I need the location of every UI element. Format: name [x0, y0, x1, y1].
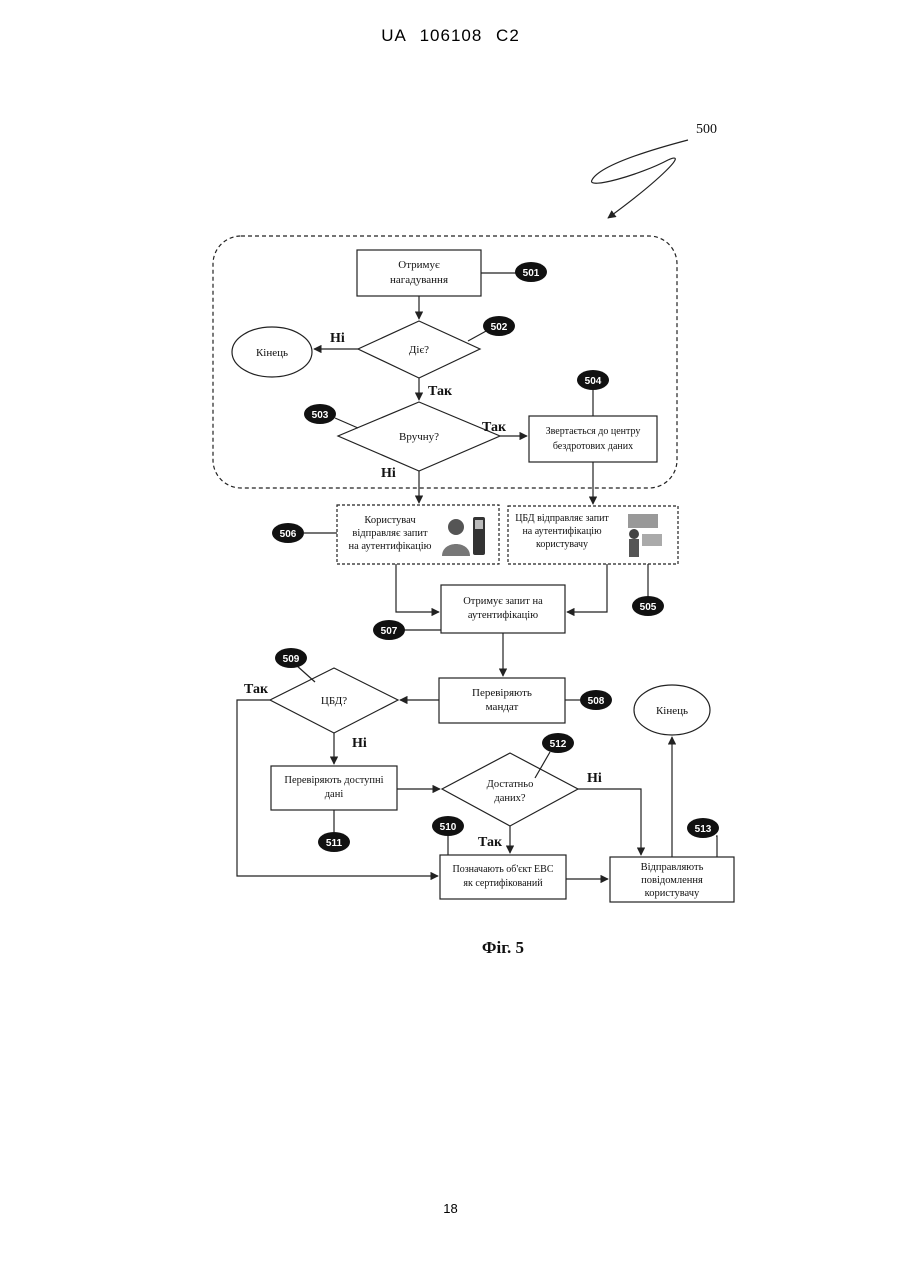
badge-509-text: 509	[283, 654, 300, 665]
badge-506-text: 506	[280, 529, 297, 540]
step-504-line1: Звертається до центру	[546, 426, 641, 437]
decision-512-line1: Достатньо	[487, 779, 534, 790]
badge-502-text: 502	[491, 322, 508, 333]
badge-503-text: 503	[312, 410, 329, 421]
badge-510-text: 510	[440, 822, 457, 833]
end-node-2-text: Кінець	[656, 705, 688, 717]
step-501: Отримує нагадування	[357, 250, 481, 296]
step-507: Отримує запит на аутентифікацію	[441, 585, 565, 633]
step-511-line2: дані	[325, 789, 344, 800]
decision-512: Достатньо даних?	[442, 753, 578, 826]
step-508-line2: мандат	[486, 701, 519, 713]
ref-squiggle	[592, 140, 688, 218]
end-node-1-text: Кінець	[256, 347, 288, 359]
label-no-509: Ні	[352, 736, 367, 751]
step-505-line1: ЦБД відправляє запит	[515, 513, 609, 524]
decision-502: Діє?	[358, 321, 480, 378]
step-513-line1: Відправляють	[641, 862, 704, 873]
step-511: Перевіряють доступні дані	[271, 766, 397, 810]
step-508: Перевіряють мандат	[439, 678, 565, 723]
label-yes-502: Так	[428, 384, 453, 399]
step-505-line3: користувачу	[536, 539, 588, 550]
badge-501: 501	[481, 262, 547, 282]
step-507-line2: аутентифікацію	[468, 610, 538, 621]
end-node-2: Кінець	[634, 685, 710, 735]
step-505: ЦБД відправляє запит на аутентифікацію к…	[508, 506, 678, 564]
badge-506: 506	[272, 523, 337, 543]
badge-503: 503	[304, 404, 358, 428]
step-504-line2: бездротових даних	[553, 441, 633, 452]
figure-ref-number: 500	[696, 122, 717, 137]
decision-509: ЦБД?	[270, 668, 398, 733]
step-513-line2: повідомлення	[641, 875, 703, 886]
decision-512-line2: даних?	[494, 793, 525, 804]
badge-512-text: 512	[550, 739, 567, 750]
badge-513-text: 513	[695, 824, 712, 835]
decision-502-text: Діє?	[409, 344, 429, 356]
decision-503-text: Вручну?	[399, 431, 439, 443]
badge-508-text: 508	[588, 696, 605, 707]
label-yes-503: Так	[482, 420, 507, 435]
badge-505-text: 505	[640, 602, 657, 613]
badge-507: 507	[373, 620, 441, 640]
step-506-line2: відправляє запит	[352, 528, 428, 539]
badge-510: 510	[432, 816, 464, 855]
step-510-line2: як сертифікований	[463, 878, 543, 889]
badge-504-text: 504	[585, 376, 602, 387]
end-node-1: Кінець	[232, 327, 312, 377]
step-501-line2: нагадування	[390, 274, 448, 286]
label-no-512: Ні	[587, 771, 602, 786]
step-504: Звертається до центру бездротових даних	[529, 416, 657, 462]
page-number: 18	[0, 1201, 901, 1216]
step-510: Позначають об'єкт ЕВС як сертифікований	[440, 855, 566, 899]
label-no-503: Ні	[381, 466, 396, 481]
step-513-line3: користувачу	[645, 888, 700, 899]
badge-513: 513	[687, 818, 719, 857]
step-501-line1: Отримує	[398, 259, 440, 271]
step-513: Відправляють повідомлення користувачу	[610, 857, 734, 902]
badge-505: 505	[632, 564, 664, 616]
label-no-502: Ні	[330, 331, 345, 346]
step-506-line3: на аутентифікацію	[348, 541, 431, 552]
badge-501-text: 501	[523, 268, 540, 279]
badge-511-text: 511	[326, 838, 343, 849]
badge-509: 509	[275, 648, 315, 682]
step-506: Користувач відправляє запит на аутентифі…	[337, 505, 499, 564]
badge-507-text: 507	[381, 626, 398, 637]
step-506-line1: Користувач	[364, 515, 416, 526]
label-yes-512: Так	[478, 835, 503, 850]
decision-503: Вручну?	[338, 402, 500, 471]
badge-504: 504	[577, 370, 609, 416]
label-yes-509: Так	[244, 682, 269, 697]
figure-caption: Фіг. 5	[482, 938, 524, 957]
step-508-line1: Перевіряють	[472, 687, 532, 699]
step-507-line1: Отримує запит на	[463, 596, 543, 607]
step-511-line1: Перевіряють доступні	[284, 775, 383, 786]
badge-508: 508	[565, 690, 612, 710]
step-505-line2: на аутентифікацію	[522, 526, 602, 537]
step-510-line1: Позначають об'єкт ЕВС	[452, 864, 553, 875]
badge-511: 511	[318, 810, 350, 852]
decision-509-text: ЦБД?	[321, 695, 347, 707]
badge-502: 502	[468, 316, 515, 341]
